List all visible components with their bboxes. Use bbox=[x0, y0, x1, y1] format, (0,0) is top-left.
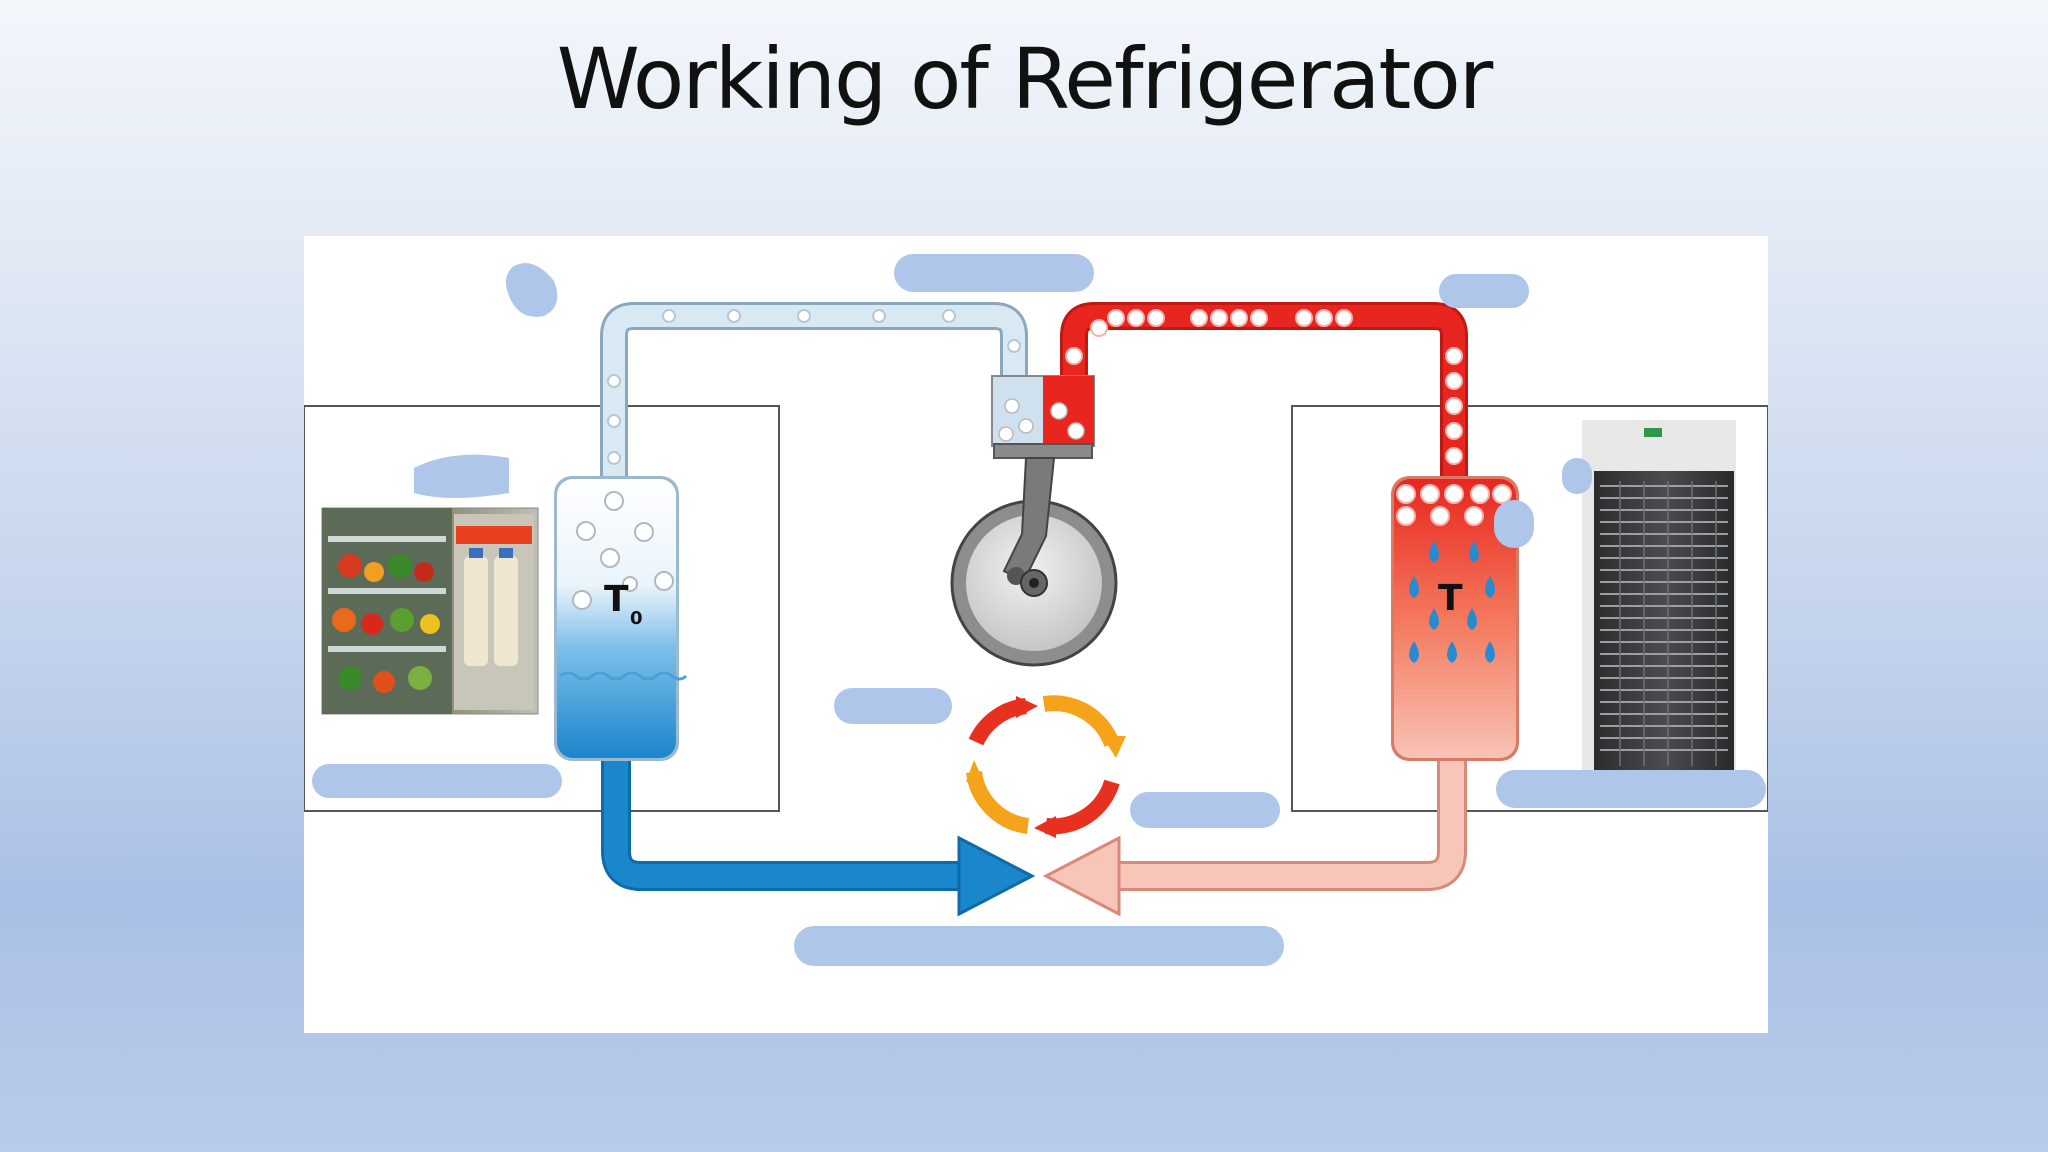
hot-discharge-pipe bbox=[1063, 305, 1465, 486]
fridge-interior-photo bbox=[321, 507, 539, 715]
hot-temperature-label: T bbox=[1438, 578, 1463, 619]
condenser-bubbles bbox=[1396, 484, 1512, 526]
cold-suction-pipe bbox=[603, 305, 1025, 486]
condenser-tank bbox=[1394, 479, 1516, 758]
cold-liquid-line bbox=[604, 761, 964, 888]
redaction-marks bbox=[312, 254, 1766, 966]
cold-flow-arrowhead bbox=[957, 835, 1036, 917]
cold-temperature-subscript: 0 bbox=[630, 608, 643, 629]
cold-vapor-bubbles bbox=[607, 309, 1021, 465]
hot-discharge-pipe-outline bbox=[1060, 302, 1468, 486]
refrigerator-cycle-diagram: T 0 T bbox=[304, 236, 1768, 1033]
cold-liquid-line-outline bbox=[601, 761, 964, 891]
condenser-coil-photo bbox=[1582, 420, 1736, 790]
cold-temperature-label: T bbox=[604, 579, 629, 620]
piston bbox=[993, 443, 1093, 459]
hot-liquid-line bbox=[1116, 761, 1464, 888]
diagram-svg: T 0 T bbox=[304, 254, 1768, 966]
slide-title: Working of Refrigerator bbox=[556, 30, 1494, 128]
hot-vapor-bubbles bbox=[1065, 309, 1463, 465]
hot-flow-arrowhead bbox=[1042, 835, 1121, 917]
condensate-droplets bbox=[1409, 541, 1495, 663]
evaporator-tank bbox=[557, 479, 676, 758]
cycle-arrows-icon bbox=[966, 695, 1126, 838]
cold-space-outline bbox=[304, 405, 780, 812]
hot-space-outline bbox=[1291, 405, 1768, 812]
cold-suction-pipe-outline bbox=[600, 302, 1028, 486]
evaporator-bubbles bbox=[572, 491, 674, 610]
